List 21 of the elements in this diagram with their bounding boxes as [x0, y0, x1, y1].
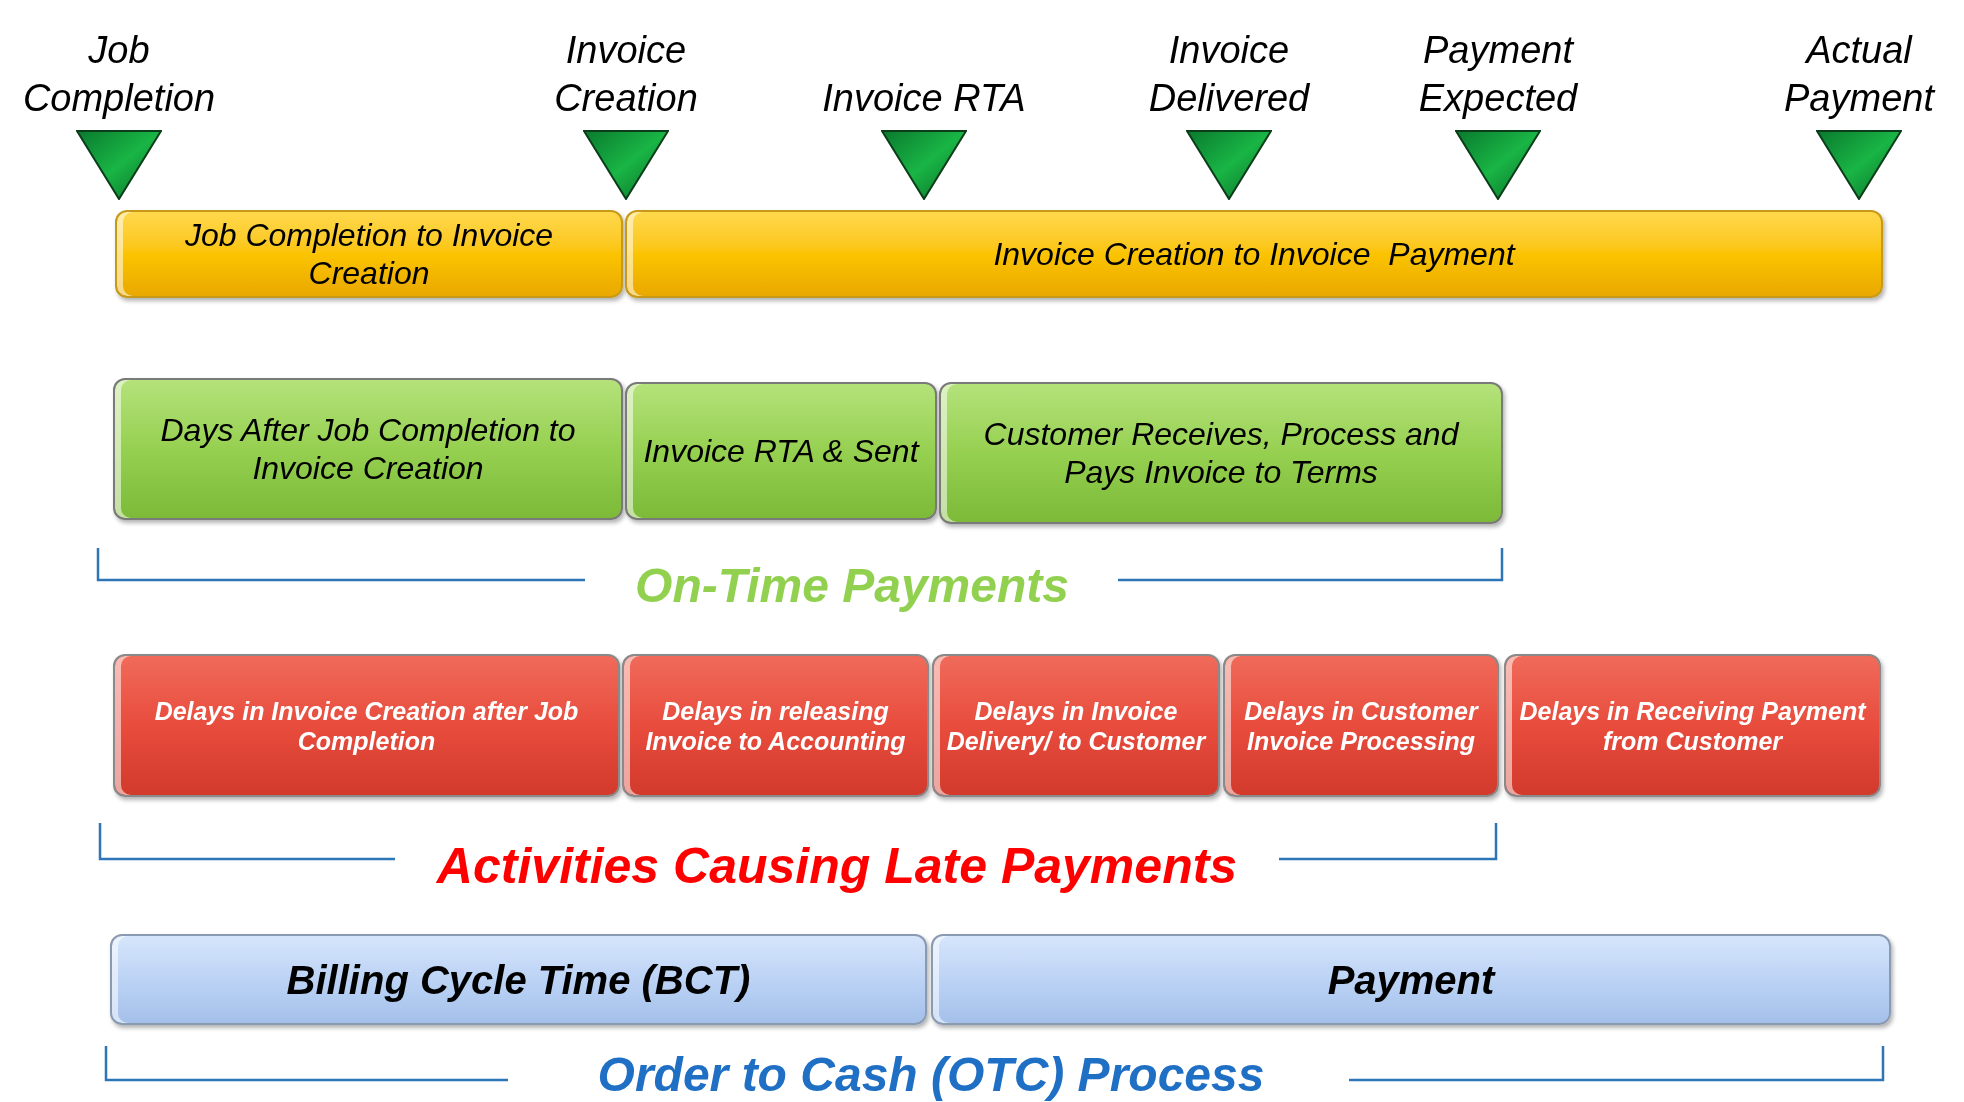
delay-activity-box: Delays in Receiving Payment from Customer — [1504, 654, 1881, 797]
group-caption: On-Time Payments — [635, 562, 1069, 610]
milestone-label: Invoice Creation — [553, 28, 699, 121]
otc-phase-bar: Payment — [931, 934, 1891, 1025]
delay-activity-box: Delays in Customer Invoice Processing — [1223, 654, 1499, 797]
phase-bar: Job Completion to Invoice Creation — [115, 210, 623, 298]
milestone-label: Actual Payment — [1783, 28, 1937, 121]
milestone-label: Payment Expected — [1417, 28, 1579, 121]
group-caption: Activities Causing Late Payments — [436, 841, 1238, 891]
milestone-label: Job Completion — [21, 28, 217, 121]
on-time-step-box: Days After Job Completion to Invoice Creation — [113, 378, 623, 520]
delay-activity-box: Delays in Invoice Creation after Job Completion — [113, 654, 620, 797]
delay-activity-box: Delays in releasing Invoice to Accounting — [622, 654, 929, 797]
delay-activity-box: Delays in Invoice Delivery/ to Customer — [932, 654, 1220, 797]
on-time-step-box: Customer Receives, Process and Pays Invoice to Terms — [939, 382, 1503, 524]
phase-bar: Invoice Creation to Invoice Payment — [625, 210, 1883, 298]
milestone-label: Invoice RTA — [822, 75, 1026, 121]
group-caption: Order to Cash (OTC) Process — [597, 1051, 1265, 1099]
otc-phase-bar: Billing Cycle Time (BCT) — [110, 934, 927, 1025]
milestone-label: Invoice Delivered — [1147, 28, 1311, 121]
on-time-step-box: Invoice RTA & Sent — [625, 382, 937, 520]
